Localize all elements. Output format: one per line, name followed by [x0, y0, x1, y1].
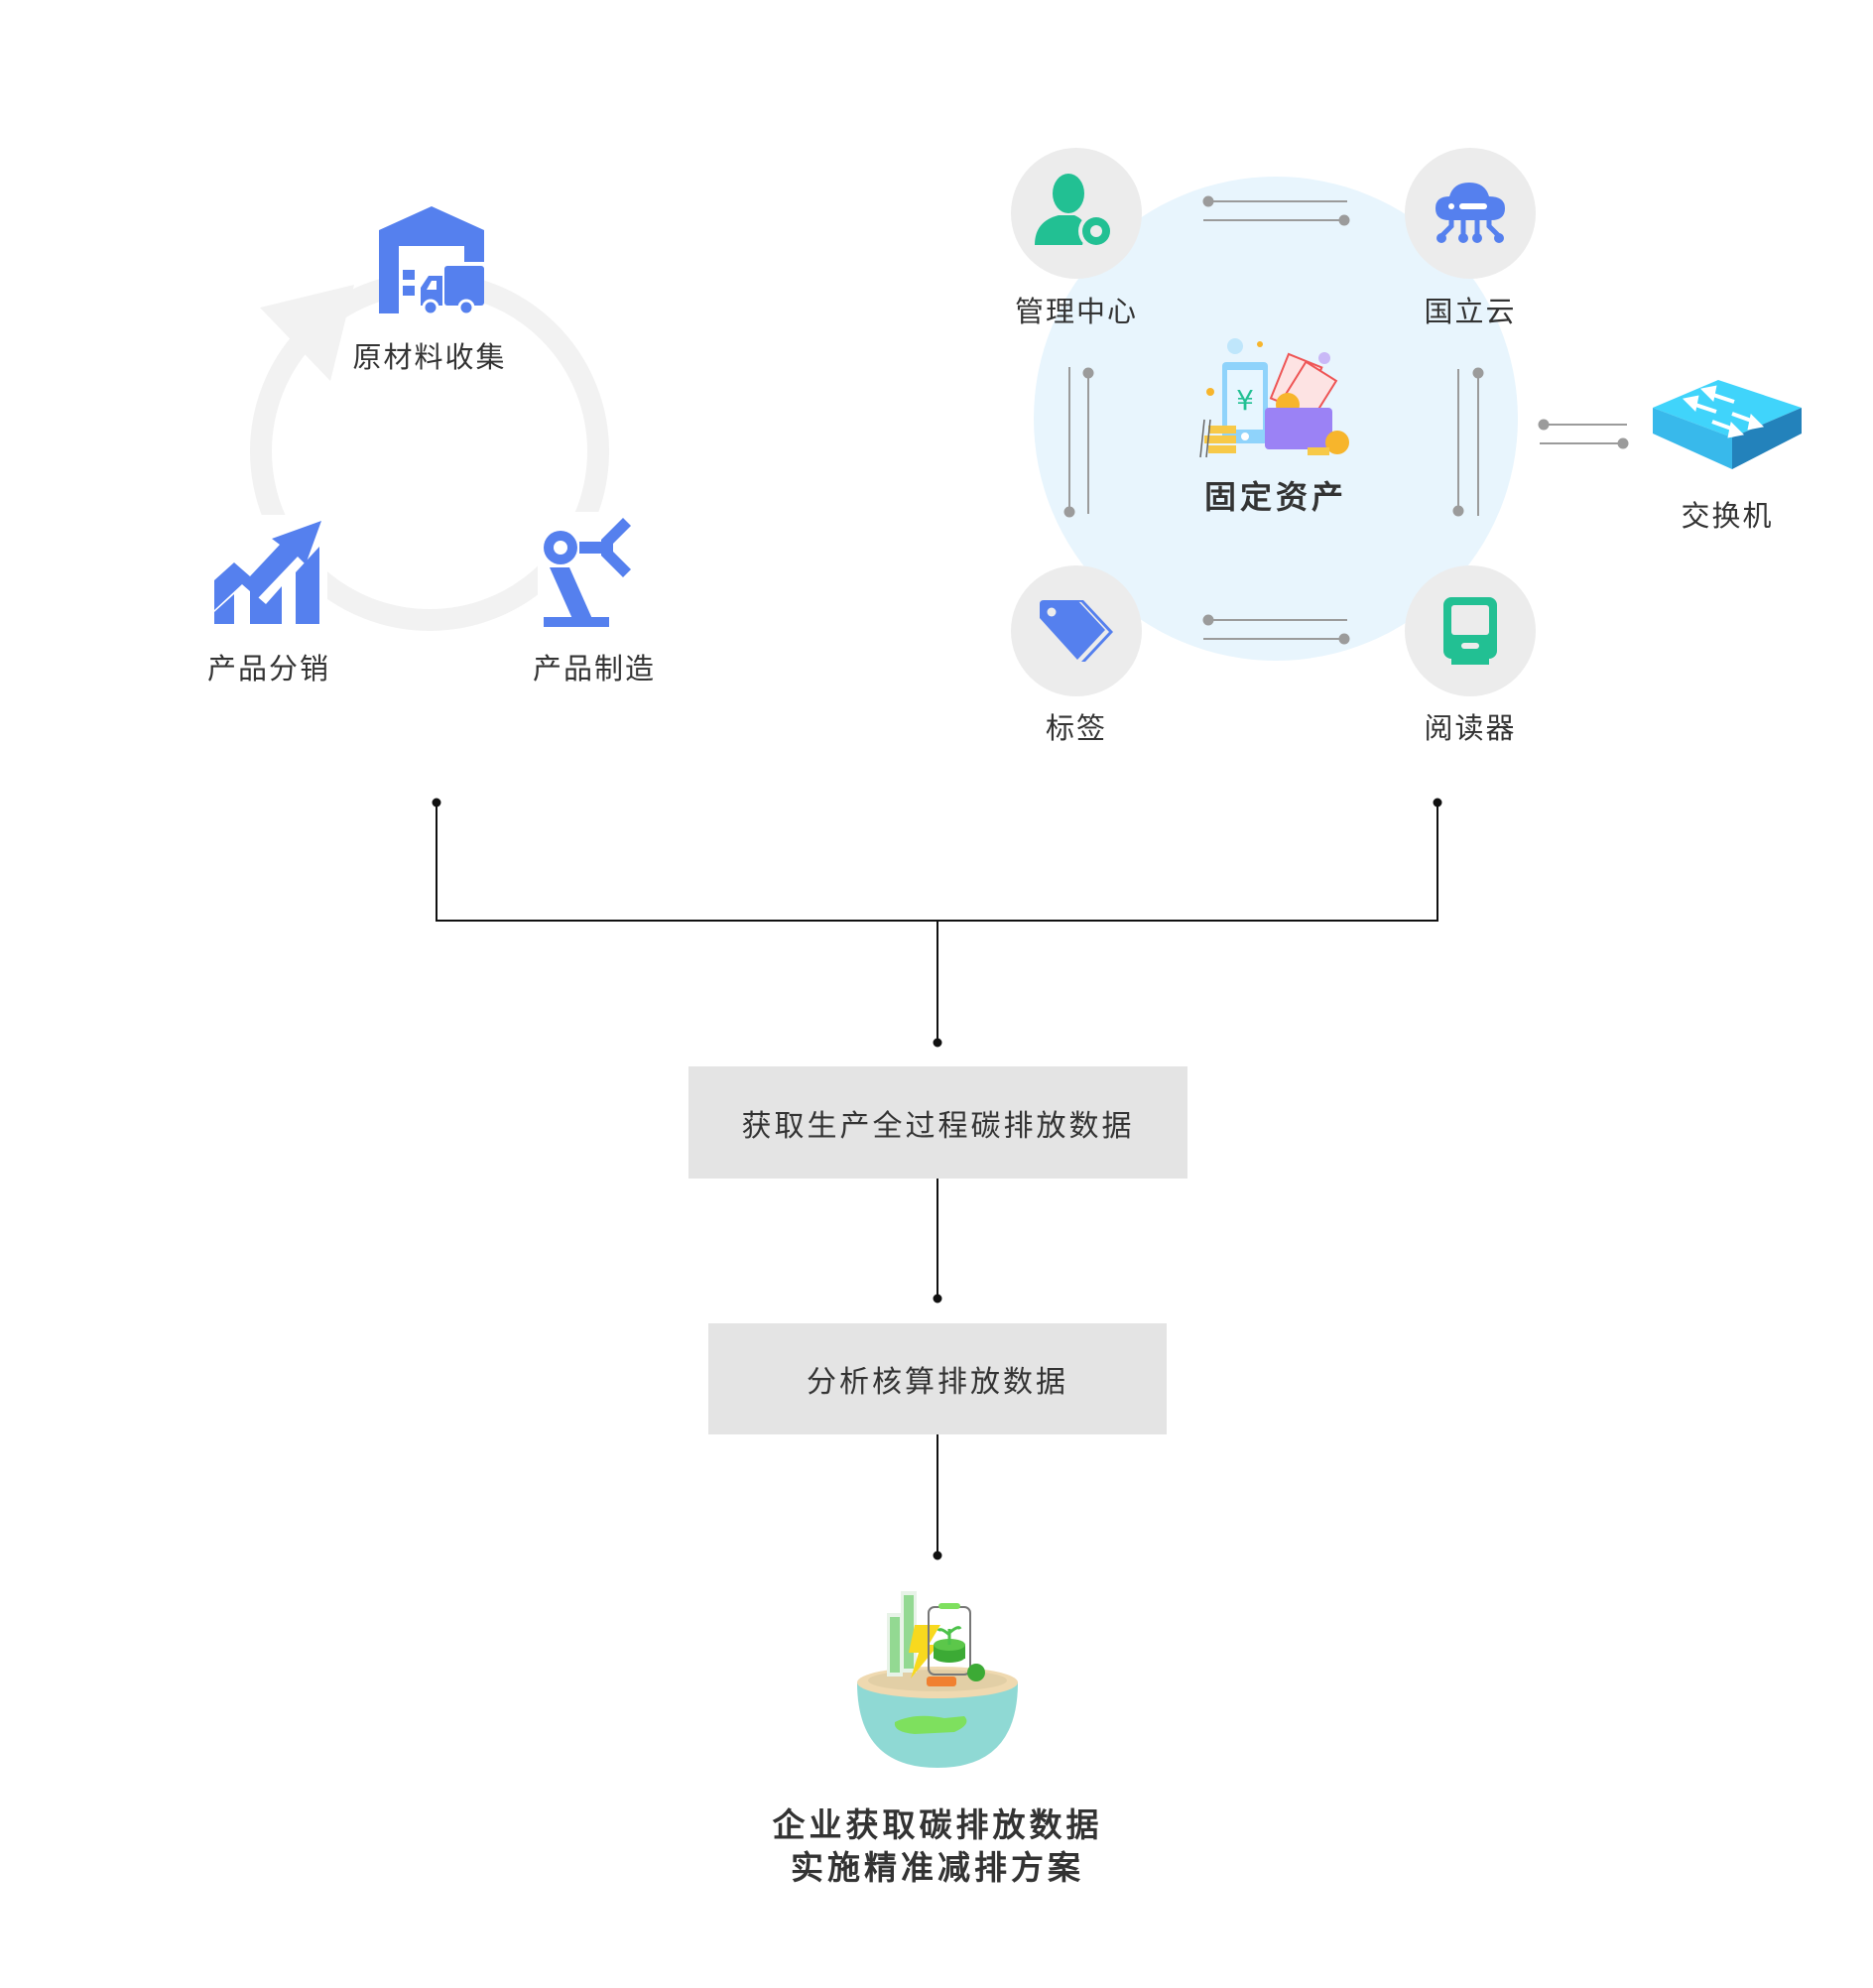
svg-text:¥: ¥: [1236, 384, 1254, 417]
green-earth-illustration: [857, 1591, 1018, 1768]
cycle-label-manufacturing: 产品制造: [532, 652, 657, 685]
node-cloud[interactable]: [1405, 148, 1536, 279]
asset-network: ¥ 固定资产 管理中心 国立云: [0, 0, 1873, 774]
cycle-label-distribution: 产品分销: [206, 652, 331, 685]
center-label-fixed-assets: 固定资产: [1203, 478, 1348, 516]
flow-step-label: 分析核算排放数据: [807, 1365, 1068, 1400]
tag-icon: [1040, 600, 1113, 662]
robot-arm-icon: [538, 512, 655, 633]
node-tag[interactable]: [1011, 565, 1142, 696]
growth-chart-icon: [208, 515, 327, 634]
node-label-tag: 标签: [1045, 711, 1108, 745]
flow-step-label: 获取生产全过程碳排放数据: [741, 1108, 1135, 1144]
cycle-label-raw-materials: 原材料收集: [352, 340, 507, 374]
warehouse-truck-icon: [379, 206, 484, 316]
network-switch-icon: [1653, 380, 1802, 469]
result-line-1: 企业获取碳排放数据: [772, 1805, 1103, 1844]
fixed-assets-illustration: ¥: [1199, 338, 1349, 458]
result-line-2: 实施精准减排方案: [791, 1848, 1084, 1887]
cloud-network-icon: [1436, 183, 1505, 243]
flow-step-collect-emissions: 获取生产全过程碳排放数据: [688, 1066, 1187, 1179]
cycle-arrow-head: [260, 285, 354, 381]
flow-step-analyze-emissions: 分析核算排放数据: [708, 1323, 1167, 1434]
node-label-reader: 阅读器: [1424, 711, 1517, 745]
reader-device-icon: [1443, 597, 1497, 665]
node-label-management-center: 管理中心: [1014, 295, 1139, 328]
node-reader[interactable]: [1405, 565, 1536, 696]
switch-label: 交换机: [1681, 499, 1774, 533]
node-label-cloud: 国立云: [1424, 295, 1517, 328]
user-settings-icon: [1035, 174, 1114, 249]
network-connectors: [1063, 195, 1629, 645]
production-cycle: 原材料收集 产品制造 产品分销: [0, 0, 893, 754]
node-management-center[interactable]: [1011, 148, 1142, 279]
